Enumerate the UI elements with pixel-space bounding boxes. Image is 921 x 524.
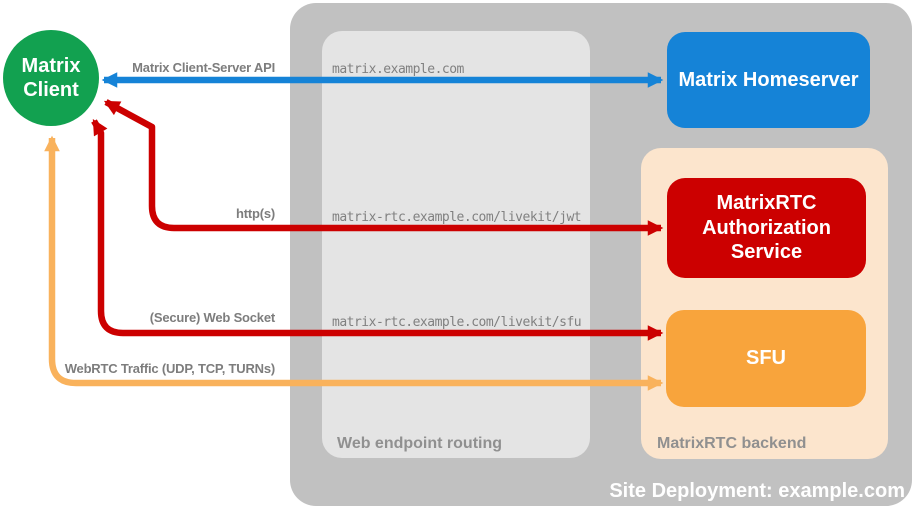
endpoint-url-livekit-sfu: matrix-rtc.example.com/livekit/sfu (332, 315, 582, 330)
endpoint-url-matrix: matrix.example.com (332, 62, 464, 77)
matrix-homeserver-label: Matrix Homeserver (678, 68, 859, 91)
web-endpoint-routing-label: Web endpoint routing (337, 435, 503, 452)
web-endpoint-routing-box (322, 31, 590, 458)
matrixrtc-authorization-service-node: MatrixRTC Authorization Service (667, 178, 866, 278)
websocket-arrow-label: (Secure) Web Socket (149, 310, 275, 325)
matrix-client-node: Matrix Client (3, 30, 99, 126)
client-server-api-arrow-label: Matrix Client-Server API (132, 60, 275, 75)
matrix-client-label: Matrix Client (21, 54, 81, 101)
endpoint-url-livekit-jwt: matrix-rtc.example.com/livekit/jwt (332, 210, 582, 225)
site-deployment-label: Site Deployment: example.com (609, 480, 905, 502)
matrix-homeserver-node: Matrix Homeserver (667, 32, 870, 128)
matrixrtc-backend-label: MatrixRTC backend (657, 435, 807, 452)
sfu-node: SFU (666, 310, 866, 407)
sfu-label: SFU (746, 347, 786, 370)
webrtc-traffic-arrow-label: WebRTC Traffic (UDP, TCP, TURNs) (64, 361, 275, 376)
auth-service-label: MatrixRTC Authorization Service (702, 192, 831, 264)
https-arrow-label: http(s) (235, 206, 275, 221)
